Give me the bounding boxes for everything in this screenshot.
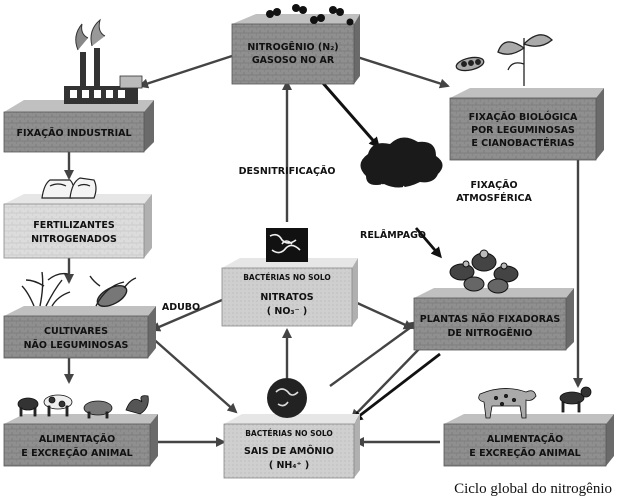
arrow-lightning-to-plants	[414, 227, 442, 259]
arrow-crops-to-ammonium	[149, 335, 238, 414]
plants-line1: PLANTAS NÃO FIXADORAS	[420, 314, 561, 325]
nitrates-line2: ( NO₃⁻ )	[267, 306, 308, 317]
animal-feeding-right-box: ALIMENTAÇÃO E EXCREÇÃO ANIMAL	[443, 414, 614, 467]
animal-feeding-left-box: ALIMENTAÇÃO E EXCREÇÃO ANIMAL	[3, 414, 158, 467]
denitrification-label: DESNITRIFICAÇÃO	[239, 166, 336, 177]
industrial-fixation-box: FIXAÇÃO INDUSTRIAL	[3, 100, 154, 153]
arrows	[64, 54, 583, 447]
fertilizers-box: FERTILIZANTES NITROGENADOS	[3, 194, 152, 259]
legume-plant-icon	[455, 34, 553, 86]
animal-right-line2: E EXCREÇÃO ANIMAL	[469, 448, 580, 459]
fertilizers-line1: FERTILIZANTES	[33, 220, 115, 231]
animal-right-line1: ALIMENTAÇÃO	[487, 434, 563, 445]
arrow-n2-to-industrial	[138, 54, 233, 89]
storm-cloud-icon	[360, 137, 443, 211]
arrow-n2-to-biological	[353, 54, 450, 89]
ammonium-box: BACTÉRIAS NO SOLO SAIS DE AMÔNIO ( NH₄⁺ …	[223, 414, 360, 479]
non-fixing-plants-box: PLANTAS NÃO FIXADORAS DE NITROGÊNIO	[413, 288, 574, 351]
crops-line2: NÃO LEGUMINOSAS	[24, 340, 129, 351]
manure-label: ADUBO	[162, 302, 200, 313]
nitrates-tag: BACTÉRIAS NO SOLO	[243, 273, 331, 282]
lightning-label: RELÂMPAGO	[360, 229, 426, 241]
arrow-nitrates-to-plants	[354, 300, 414, 330]
arrow-atmospheric-to-ammonium	[351, 352, 441, 422]
atmospheric-fixation-line2: ATMOSFÉRICA	[456, 192, 532, 204]
biological-line3: E CIANOBACTÉRIAS	[471, 137, 574, 149]
atmospheric-fixation-line1: FIXAÇÃO	[470, 180, 517, 191]
bacteria-micrograph-icon	[266, 228, 308, 418]
animal-left-line2: E EXCREÇÃO ANIMAL	[21, 448, 132, 459]
fertilizers-line2: NITROGENADOS	[31, 234, 117, 245]
nitrates-line1: NITRATOS	[260, 292, 313, 303]
n2-line2: GASOSO NO AR	[252, 55, 335, 66]
arrow-plants-to-ammonium	[350, 347, 421, 420]
n2-line1: NITROGÊNIO (N₂)	[247, 41, 338, 53]
biological-line2: POR LEGUMINOSAS	[471, 125, 575, 136]
plant-icon	[449, 249, 519, 294]
crops-line1: CULTIVARES	[44, 326, 108, 337]
ammonium-line1: SAIS DE AMÔNIO	[244, 445, 334, 457]
factory-icon	[64, 18, 143, 104]
animal-left-line1: ALIMENTAÇÃO	[39, 434, 115, 445]
n2-box: NITROGÊNIO (N₂) GASOSO NO AR	[231, 14, 360, 85]
biological-line1: FIXAÇÃO BIOLÓGICA	[469, 111, 578, 123]
ammonium-tag: BACTÉRIAS NO SOLO	[245, 429, 333, 438]
biological-fixation-box: FIXAÇÃO BIOLÓGICA POR LEGUMINOSAS E CIAN…	[449, 88, 604, 161]
nitrates-box: BACTÉRIAS NO SOLO NITRATOS ( NO₃⁻ )	[221, 258, 358, 327]
arrow-nitrates-to-crops	[150, 298, 223, 332]
nitrogen-molecules-icon	[266, 4, 354, 26]
farm-animals-icon	[17, 394, 149, 419]
plants-line2: DE NITROGÊNIO	[448, 327, 533, 339]
figure-caption: Ciclo global do nitrogênio	[454, 481, 612, 497]
industrial-line1: FIXAÇÃO INDUSTRIAL	[16, 128, 131, 139]
arrow-n2-to-atmospheric	[320, 81, 380, 149]
dog-icon	[559, 386, 592, 413]
corn-icon	[21, 271, 137, 308]
ammonium-line2: ( NH₄⁺ )	[269, 460, 309, 471]
crops-box: CULTIVARES NÃO LEGUMINOSAS	[3, 306, 156, 359]
jaguar-icon	[478, 388, 537, 419]
arrow-ammonium-to-plants	[329, 320, 420, 387]
fertilizer-bag-icon	[41, 177, 97, 199]
